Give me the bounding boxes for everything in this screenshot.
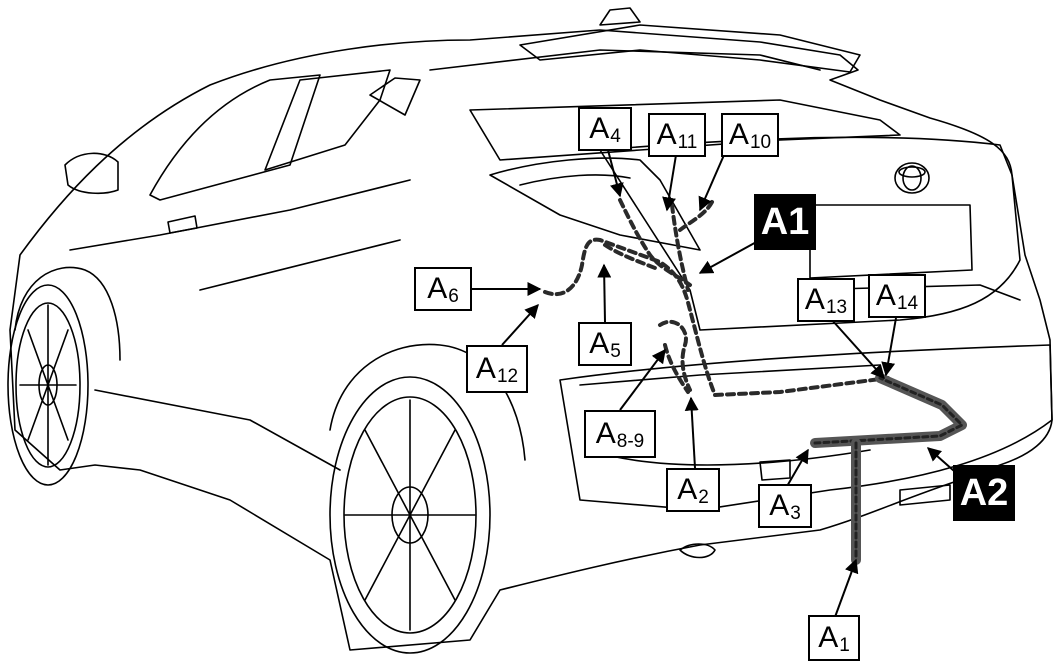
callout-letter: A: [875, 279, 896, 312]
license-plate-recess: [809, 204, 973, 279]
callout-letter: A: [427, 272, 448, 305]
callout-letter: A: [656, 118, 677, 151]
callout-number: 1: [839, 634, 850, 656]
side-mirror: [64, 152, 119, 195]
callout-letter: A: [677, 473, 698, 506]
callout-number: 6: [448, 285, 459, 307]
arrow-a1: [834, 558, 859, 618]
callout-number: 14: [896, 292, 919, 314]
arrow-a13: [831, 319, 885, 380]
callout-letter: A: [589, 327, 610, 360]
front-wheel: [7, 284, 89, 486]
callout-letter: A: [769, 489, 790, 522]
rear-wheel-arch: [329, 343, 526, 461]
callout-number: 10: [749, 131, 772, 153]
callout-letter: A: [589, 112, 610, 145]
rear-side-window: [149, 74, 321, 201]
callout-number: 5: [610, 340, 621, 362]
callout-number: 4: [610, 125, 621, 147]
callout-number: 11: [677, 131, 698, 153]
callout-number: 2: [698, 486, 709, 508]
arrow-a10: [698, 154, 725, 212]
roof-spoiler: [519, 24, 861, 73]
arrow-a14: [881, 317, 897, 377]
quarter-window: [369, 77, 421, 116]
callout-letter: A: [818, 621, 839, 654]
exhaust-tip: [679, 543, 716, 559]
shark-fin-antenna: [599, 7, 641, 26]
car-body-outline: [9, 29, 1053, 651]
callout-number: 8-9: [616, 430, 645, 452]
main-label-a1: A1: [754, 194, 816, 250]
callout-number: 13: [825, 296, 848, 318]
callout-letter: A: [475, 352, 496, 385]
rear-wheel: [329, 376, 491, 654]
front-wheel-arch: [14, 266, 121, 361]
callout-number: 12: [496, 365, 519, 387]
arrow-a2: [684, 396, 699, 469]
brand-emblem: [894, 162, 930, 194]
harness-a2: [810, 373, 967, 448]
arrow-a4: [607, 149, 624, 198]
arrow-a8-9: [619, 348, 666, 411]
callout-letter: A: [728, 118, 749, 151]
reflector: [759, 459, 791, 481]
callout-letter: A: [595, 417, 616, 450]
door-handle: [167, 215, 198, 234]
rear-bumper: [559, 344, 1053, 511]
arrow-a12: [501, 303, 539, 346]
front-side-window: [264, 69, 391, 171]
callout-number: 3: [790, 502, 801, 524]
callout-letter: A: [804, 283, 825, 316]
harness-a1: [543, 237, 890, 398]
arrow-a3: [785, 448, 809, 489]
arrow-a1-main: [698, 239, 761, 274]
tailgate: [599, 136, 1021, 331]
main-label-a2: A2: [953, 465, 1015, 521]
arrow-a5: [597, 263, 612, 323]
arrow-a11: [662, 154, 677, 212]
